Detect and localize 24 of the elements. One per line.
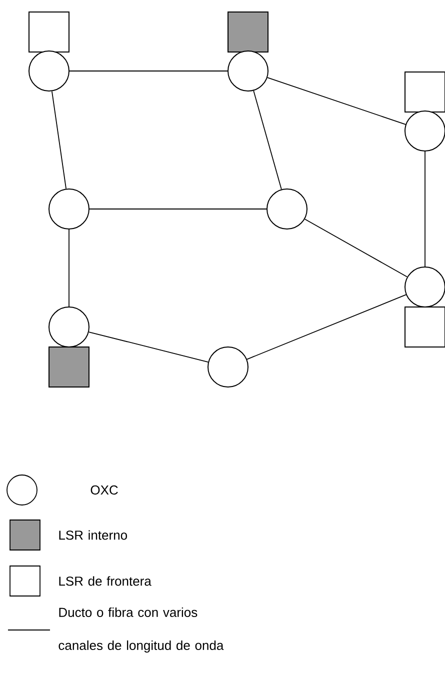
square-node bbox=[228, 12, 268, 52]
link-line bbox=[89, 208, 267, 210]
legend-text: LSR interno bbox=[59, 530, 127, 540]
circle-node bbox=[48, 306, 90, 348]
circle-node bbox=[208, 346, 248, 388]
link-line bbox=[424, 151, 426, 267]
link-line bbox=[266, 77, 406, 125]
legend-text: OXC bbox=[90, 485, 118, 495]
legend-text: Ducto o fibra con varios canales de longitud de onda bbox=[58, 607, 224, 653]
circle-node bbox=[404, 110, 445, 152]
circle-node bbox=[266, 188, 308, 230]
circle-node bbox=[28, 50, 70, 92]
link-line bbox=[246, 294, 406, 360]
square-node bbox=[28, 12, 70, 52]
legend-text: LSR de frontera bbox=[59, 576, 152, 586]
link-line bbox=[51, 90, 67, 190]
circle-node bbox=[48, 188, 90, 230]
square-node bbox=[48, 346, 90, 388]
link-line bbox=[88, 332, 209, 362]
link-line bbox=[69, 70, 228, 72]
link-line bbox=[68, 229, 70, 307]
link-line bbox=[253, 90, 282, 190]
link-line bbox=[304, 218, 408, 278]
circle-node bbox=[228, 50, 268, 92]
